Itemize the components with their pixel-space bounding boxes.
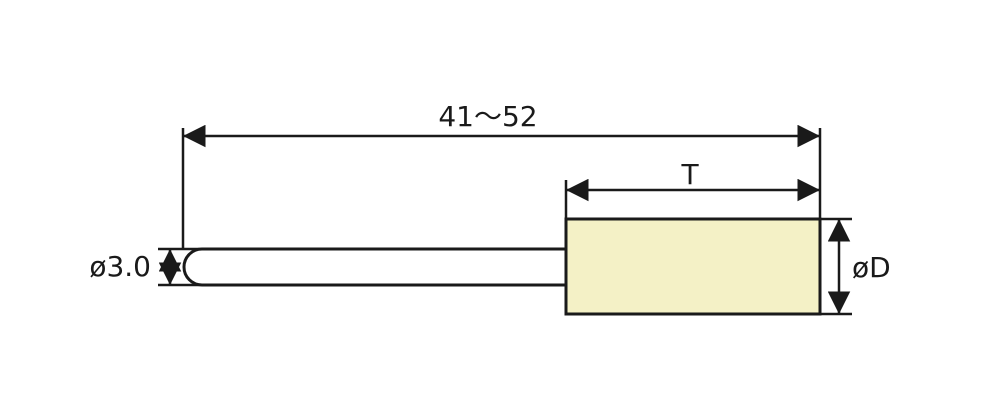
- abrasive-head: [564, 217, 822, 316]
- shank-diameter-label: ø3.0: [89, 250, 151, 283]
- shank: [182, 247, 566, 287]
- overall-length-label: 41～52: [438, 100, 537, 133]
- head-length-label: T: [680, 158, 699, 191]
- head-diameter-label: øD: [852, 251, 891, 284]
